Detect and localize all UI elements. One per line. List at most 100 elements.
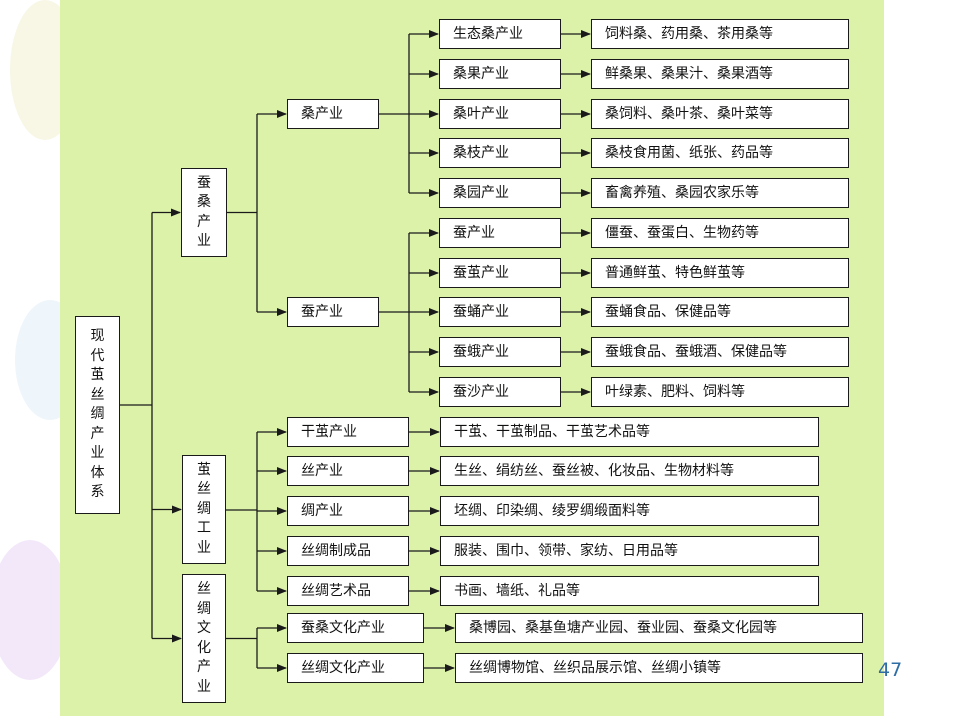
- node-mulberry-industry: 桑产业: [287, 99, 379, 129]
- box-label: 丝绸文化产业: [301, 660, 385, 676]
- box-label: 干茧产业: [301, 424, 357, 440]
- box-label: 蚕蛾食品、蚕蛾酒、保健品等: [605, 344, 787, 360]
- box-label: 蚕茧产业: [453, 265, 509, 281]
- product-detail-node: 坯绸、印染绸、绫罗绸缎面料等: [440, 496, 819, 526]
- box-label: 桑博园、桑基鱼塘产业园、蚕业园、蚕桑文化园等: [469, 620, 777, 636]
- box-label: 桑产业: [301, 106, 343, 122]
- label-char: 化: [197, 639, 211, 656]
- sub-industry-node: 生态桑产业: [439, 19, 561, 49]
- product-detail-node: 服装、围巾、领带、家纺、日用品等: [440, 536, 819, 566]
- box-label: 干茧、干茧制品、干茧艺术品等: [454, 424, 650, 440]
- label-char: 产: [197, 213, 211, 230]
- label-char: 丝: [197, 581, 211, 597]
- box-label: 坯绸、印染绸、绫罗绸缎面料等: [454, 503, 650, 519]
- sub-industry-node: 桑园产业: [439, 178, 561, 208]
- box-label: 生丝、绢纺丝、蚕丝被、化妆品、生物材料等: [454, 463, 734, 479]
- label-char: 工: [197, 520, 211, 537]
- label-char: 绸: [90, 406, 105, 423]
- box-label: 饲料桑、药用桑、茶用桑等: [605, 26, 773, 42]
- product-detail-node: 鲜桑果、桑果汁、桑果酒等: [591, 59, 849, 89]
- silk-industry-node: 丝绸制成品: [287, 536, 409, 566]
- box-label: 畜禽养殖、桑园农家乐等: [605, 185, 759, 201]
- product-detail-node: 僵蚕、蚕蛋白、生物药等: [591, 218, 849, 248]
- product-detail-node: 丝绸博物馆、丝织品展示馆、丝绸小镇等: [455, 653, 863, 683]
- sub-industry-node: 蚕产业: [439, 218, 561, 248]
- sub-industry-node: 蚕沙产业: [439, 377, 561, 407]
- label-char: 茧: [197, 461, 211, 478]
- box-label: 生态桑产业: [453, 26, 523, 42]
- branch-node-silk-industry: 茧丝绸工业: [182, 455, 226, 564]
- product-detail-node: 桑饲料、桑叶茶、桑叶菜等: [591, 99, 849, 129]
- label-char: 桑: [197, 194, 211, 210]
- box-label: 书画、墙纸、礼品等: [454, 583, 580, 599]
- sub-industry-node: 桑果产业: [439, 59, 561, 89]
- label-char: 绸: [197, 500, 211, 517]
- label-char: 绸: [197, 600, 211, 617]
- box-label: 鲜桑果、桑果汁、桑果酒等: [605, 66, 773, 82]
- product-detail-node: 叶绿素、肥料、饲料等: [591, 377, 849, 407]
- product-detail-node: 蚕蛹食品、保健品等: [591, 297, 849, 327]
- label-char: 业: [197, 233, 211, 249]
- product-detail-node: 桑枝食用菌、纸张、药品等: [591, 138, 849, 168]
- sub-industry-node: 蚕茧产业: [439, 258, 561, 288]
- box-label: 桑叶产业: [453, 106, 509, 122]
- label-char: 丝: [90, 386, 105, 403]
- branch-node-silk-culture: 丝绸文化产业: [182, 574, 226, 703]
- product-detail-node: 干茧、干茧制品、干茧艺术品等: [440, 417, 819, 447]
- box-label: 服装、围巾、领带、家纺、日用品等: [454, 543, 678, 559]
- box-label: 蚕产业: [301, 304, 343, 320]
- box-label: 桑园产业: [453, 185, 509, 201]
- sub-industry-node: 桑叶产业: [439, 99, 561, 129]
- label-char: 茧: [90, 367, 105, 384]
- box-label: 蚕产业: [453, 225, 495, 241]
- label-char: 业: [90, 445, 105, 462]
- label-char: 体: [90, 464, 105, 481]
- box-label: 蚕蛹食品、保健品等: [605, 304, 731, 320]
- box-label: 桑枝食用菌、纸张、药品等: [605, 145, 773, 161]
- box-label: 蚕蛹产业: [453, 304, 509, 320]
- root-node: 现代茧丝绸产业体系: [75, 316, 120, 514]
- product-detail-node: 蚕蛾食品、蚕蛾酒、保健品等: [591, 337, 849, 367]
- box-label: 桑果产业: [453, 66, 509, 82]
- culture-industry-node: 蚕桑文化产业: [287, 613, 424, 643]
- label-char: 业: [197, 539, 211, 556]
- product-detail-node: 普通鲜茧、特色鲜茧等: [591, 258, 849, 288]
- label-char: 现: [90, 328, 105, 345]
- box-label: 丝产业: [301, 463, 343, 479]
- box-label: 绸产业: [301, 503, 343, 519]
- label-char: 蚕: [197, 174, 211, 191]
- branch-node-sericulture: 蚕桑产业: [181, 168, 227, 257]
- box-label: 桑枝产业: [453, 145, 509, 161]
- sub-industry-node: 蚕蛹产业: [439, 297, 561, 327]
- box-label: 普通鲜茧、特色鲜茧等: [605, 265, 745, 281]
- label-char: 业: [197, 678, 211, 695]
- box-label: 蚕蛾产业: [453, 344, 509, 360]
- label-char: 产: [197, 659, 211, 675]
- silk-industry-node: 绸产业: [287, 496, 409, 526]
- product-detail-node: 书画、墙纸、礼品等: [440, 576, 819, 606]
- label-char: 丝: [197, 481, 211, 498]
- silk-industry-node: 丝产业: [287, 456, 409, 486]
- silk-industry-node: 丝绸艺术品: [287, 576, 409, 606]
- box-label: 丝绸博物馆、丝织品展示馆、丝绸小镇等: [469, 660, 721, 676]
- node-silkworm-industry: 蚕产业: [287, 297, 379, 327]
- box-label: 蚕沙产业: [453, 384, 509, 400]
- label-char: 系: [90, 484, 105, 501]
- culture-industry-node: 丝绸文化产业: [287, 653, 424, 683]
- box-label: 桑饲料、桑叶茶、桑叶菜等: [605, 106, 773, 122]
- product-detail-node: 生丝、绢纺丝、蚕丝被、化妆品、生物材料等: [440, 456, 819, 486]
- product-detail-node: 桑博园、桑基鱼塘产业园、蚕业园、蚕桑文化园等: [455, 613, 863, 643]
- box-label: 叶绿素、肥料、饲料等: [605, 384, 745, 400]
- box-label: 丝绸制成品: [301, 543, 371, 559]
- label-char: 文: [197, 620, 211, 636]
- sub-industry-node: 桑枝产业: [439, 138, 561, 168]
- box-label: 僵蚕、蚕蛋白、生物药等: [605, 225, 759, 241]
- label-char: 代: [90, 347, 105, 364]
- sub-industry-node: 蚕蛾产业: [439, 337, 561, 367]
- silk-industry-node: 干茧产业: [287, 417, 409, 447]
- box-label: 蚕桑文化产业: [301, 620, 385, 636]
- decorative-balloon-purple: [0, 540, 70, 680]
- box-label: 丝绸艺术品: [301, 583, 371, 599]
- page-number: 47: [878, 659, 903, 681]
